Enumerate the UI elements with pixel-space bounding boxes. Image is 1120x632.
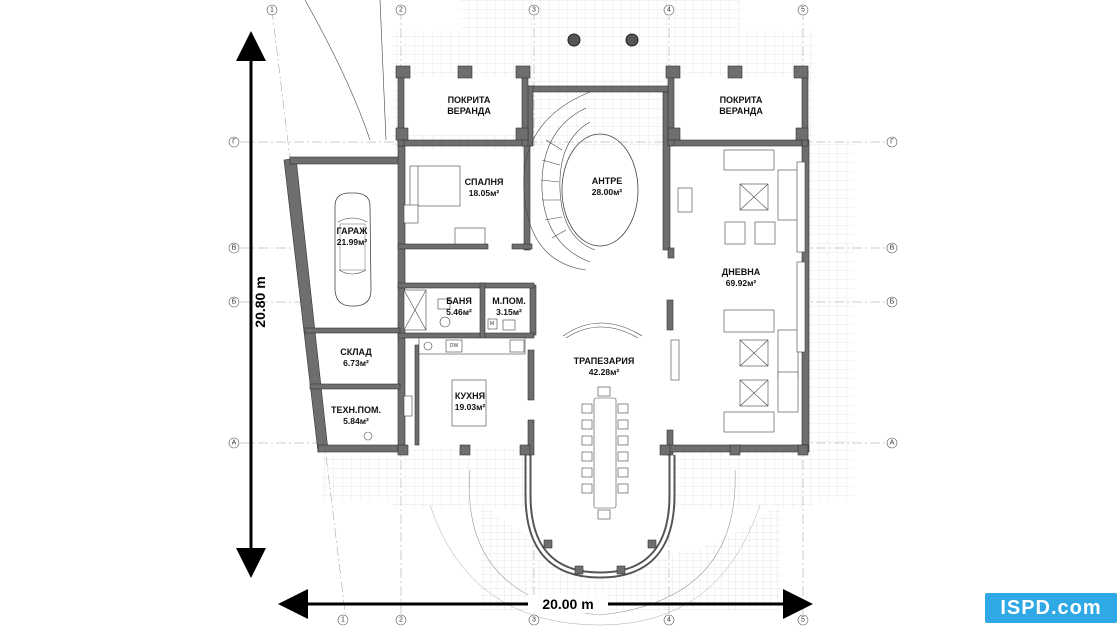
veranda-right-label-1: ПОКРИТА [720, 95, 763, 105]
tech-fixtures [363, 395, 413, 441]
columns [395, 33, 809, 456]
living-area: 69.92м² [726, 278, 757, 288]
axis-row-V-left: В [232, 245, 237, 252]
wc-name: М.ПОМ. [492, 296, 525, 306]
axis-row-A-right: А [890, 440, 895, 447]
kitchen-area: 19.03м² [455, 402, 486, 412]
axis-col-4-top: 4 [667, 7, 671, 14]
bed-icon [403, 165, 486, 245]
dishwasher-label: DW [450, 343, 459, 349]
dining-area: 42.28м² [589, 367, 620, 377]
bedroom-name: СПАЛНЯ [465, 177, 504, 187]
axis-col-5-top: 5 [801, 7, 805, 14]
height-dimension: 20.80 m [252, 276, 268, 327]
veranda-left-label-1: ПОКРИТА [448, 95, 491, 105]
garage-area: 21.99м² [337, 237, 368, 247]
staircase [523, 91, 639, 271]
axis-col-3-top: 3 [532, 7, 536, 14]
logo-text: ISPD.com [1000, 597, 1102, 619]
tech-name: ТЕХН.ПОМ. [331, 405, 381, 415]
axis-col-2-top: 2 [399, 7, 403, 14]
axis-col-2-bottom: 2 [399, 617, 403, 624]
dining-table-icon [562, 322, 680, 520]
bath-name: БАНЯ [446, 296, 472, 306]
axis-col-3-bottom: 3 [532, 617, 536, 624]
axis-row-B-left: Б [232, 299, 237, 306]
storage-name: СКЛАД [340, 347, 372, 357]
garage-name: ГАРАЖ [337, 226, 369, 236]
living-name: ДНЕВНА [722, 267, 761, 277]
tech-area: 5.84м² [343, 416, 369, 426]
axis-col-4-bottom: 4 [667, 617, 671, 624]
axis-row-A-left: А [232, 440, 237, 447]
kitchen-fixtures: DW [418, 337, 526, 427]
hall-area: 28.00м² [592, 187, 623, 197]
washer-label: M [490, 321, 494, 327]
axis-row-B-right: Б [890, 299, 895, 306]
bath-fixtures: M [403, 289, 516, 331]
living-furniture [677, 149, 806, 433]
storage-area: 6.73м² [343, 358, 369, 368]
room-labels: ПОКРИТА ВЕРАНДА ПОКРИТА ВЕРАНДА СПАЛНЯ 1… [331, 95, 763, 426]
wc-area: 3.15м² [496, 307, 522, 317]
kitchen-name: КУХНЯ [455, 391, 485, 401]
dining-name: ТРАПЕЗАРИЯ [574, 356, 635, 366]
ispd-logo: ISPD.com [985, 593, 1117, 623]
driveway [304, 0, 387, 141]
axis-row-G-left: Г [232, 139, 236, 146]
veranda-left-label-2: ВЕРАНДА [447, 106, 491, 116]
car-icon [334, 192, 372, 307]
dimension-lines: 20.80 m 20.00 m [236, 30, 813, 619]
axis-row-V-right: В [890, 245, 895, 252]
bedroom-area: 18.05м² [469, 188, 500, 198]
bath-area: 5.46м² [446, 307, 472, 317]
axis-row-G-right: Г [890, 139, 894, 146]
axis-col-1-bottom: 1 [341, 617, 345, 624]
veranda-right-label-2: ВЕРАНДА [719, 106, 763, 116]
axis-col-5-bottom: 5 [801, 617, 805, 624]
axis-col-1-top: 1 [270, 7, 274, 14]
hall-name: АНТРЕ [592, 176, 623, 186]
width-dimension: 20.00 m [542, 596, 593, 612]
